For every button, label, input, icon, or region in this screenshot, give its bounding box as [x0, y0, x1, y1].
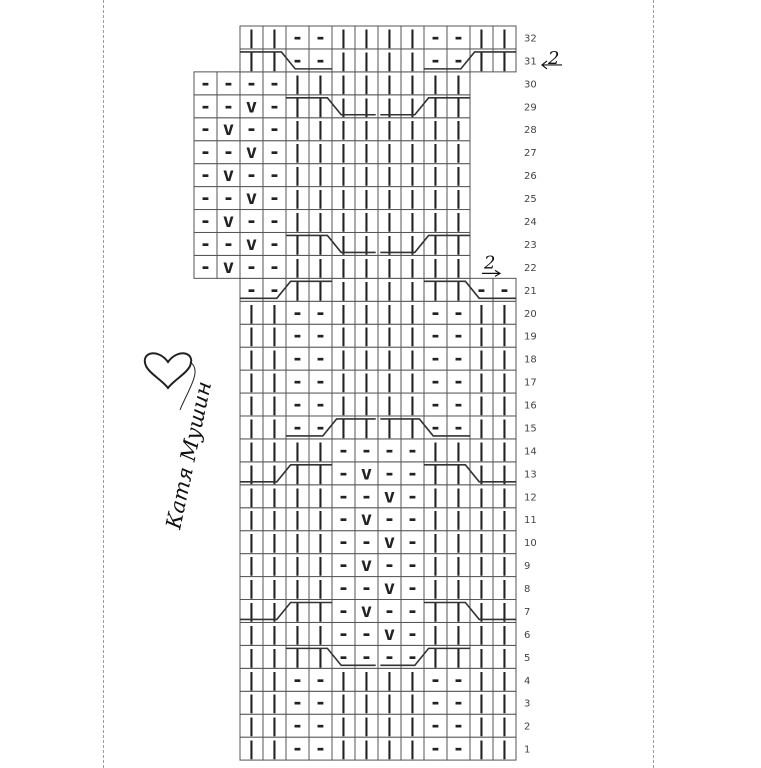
grid-cell	[492, 277, 517, 302]
row-number: 32	[524, 33, 537, 44]
grid-cell	[492, 25, 517, 50]
row-number: 13	[524, 469, 537, 480]
logo-text: Катя Мушин	[161, 379, 216, 532]
cable-cross-line	[286, 418, 376, 437]
author-logo: Катя Мушин	[143, 352, 216, 532]
cable-cross-line	[424, 464, 516, 483]
row-number: 15	[524, 423, 537, 434]
cable-cross-line	[424, 280, 516, 300]
row-number: 14	[524, 446, 537, 457]
cable-cross-line	[380, 418, 470, 437]
cable-cross-line	[286, 97, 376, 116]
row-number: 3	[524, 699, 530, 710]
page-border-left	[103, 0, 104, 768]
row-number: 31	[524, 56, 537, 67]
row-number: 2	[524, 722, 530, 733]
row-number: 16	[524, 401, 537, 412]
cable-cross-line	[286, 647, 376, 667]
row-number: 11	[524, 515, 537, 526]
row-number: 23	[524, 240, 537, 251]
cable-cross-line	[240, 601, 332, 621]
row-number: 18	[524, 355, 537, 366]
cable-cross-line	[380, 234, 470, 254]
row-number: 24	[524, 217, 537, 228]
cable-cross-line	[380, 97, 470, 116]
cable-cross-line	[240, 51, 332, 70]
row-number: 20	[524, 309, 537, 320]
cable-cross-line	[240, 280, 332, 300]
thread-line	[179, 361, 196, 411]
row-number: 17	[524, 378, 537, 389]
row-number: 4	[524, 676, 530, 687]
page-border-right	[653, 0, 654, 768]
row-number: 29	[524, 102, 537, 113]
arrow-left-icon	[541, 60, 562, 70]
cable-cross-line	[286, 234, 376, 254]
cable-cross-line	[240, 464, 332, 483]
row-number: 7	[524, 607, 530, 618]
row-number: 22	[524, 263, 537, 274]
row-number: 6	[524, 630, 530, 641]
cable-cross-line	[380, 647, 470, 667]
row-number: 19	[524, 332, 537, 343]
cable-cross-line	[424, 51, 516, 70]
arrow-right-icon	[482, 269, 502, 277]
row-number: 30	[524, 79, 537, 90]
row-number: 5	[524, 653, 530, 664]
row-number: 26	[524, 171, 537, 182]
row-direction-number: 2	[483, 252, 495, 273]
row-number: 27	[524, 148, 537, 159]
row-direction-number: 2	[547, 48, 559, 69]
row-number: 9	[524, 561, 530, 572]
heart-icon	[143, 352, 193, 390]
row-number: 25	[524, 194, 537, 205]
cable-cross-line	[424, 601, 516, 621]
row-number: 21	[524, 286, 537, 297]
row-number: 1	[524, 745, 530, 756]
row-number: 28	[524, 125, 537, 136]
row-number: 10	[524, 538, 537, 549]
row-number: 12	[524, 492, 537, 503]
row-number: 8	[524, 584, 530, 595]
